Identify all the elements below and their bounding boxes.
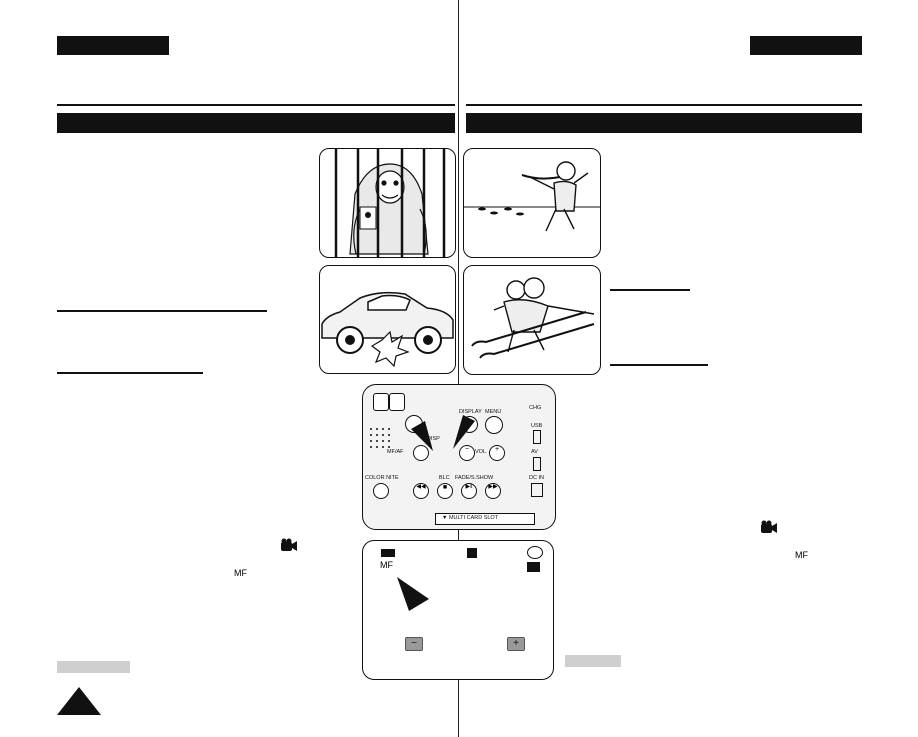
right-header-rule <box>466 104 862 106</box>
vol-label: VOL <box>475 449 487 455</box>
right-section-title-bar <box>466 113 862 133</box>
av-port <box>533 457 541 471</box>
illustration-car <box>319 265 456 374</box>
status-circle-icon <box>527 546 543 559</box>
focus-plus-button[interactable]: + <box>507 637 525 651</box>
color-nite-button[interactable] <box>373 483 389 499</box>
right-header-tab <box>750 36 862 55</box>
left-note-tab <box>57 661 130 673</box>
camera-mode-icon <box>281 538 297 551</box>
left-header-rule <box>57 104 455 106</box>
play-pause-button[interactable]: ▶‖ <box>461 483 477 499</box>
left-header-tab <box>57 36 169 55</box>
left-section-title-bar <box>57 113 455 133</box>
illustration-skier <box>463 265 601 375</box>
right-subheading-underline-2 <box>610 364 708 366</box>
step-tag-2 <box>389 393 405 411</box>
pointer-arrow-icon <box>397 577 429 611</box>
fast-forward-button[interactable]: ▶▶ <box>485 483 501 499</box>
disp-label: DISP <box>427 436 440 442</box>
usb-port <box>533 430 541 444</box>
camera-mode-icon <box>761 520 777 533</box>
tape-icon <box>527 562 540 572</box>
rewind-button[interactable]: ◀◀ <box>413 483 429 499</box>
focus-minus-button[interactable]: − <box>405 637 423 651</box>
fade-slow-label: FADE/S.SHOW <box>455 475 494 481</box>
page-divider <box>458 0 459 737</box>
display-label: DISPLAY <box>459 409 482 415</box>
dcin-label: DC IN <box>529 475 544 481</box>
left-subheading-underline-2 <box>57 372 203 374</box>
mf-inline-icon: MF <box>234 568 247 578</box>
illustration-snow-walker <box>463 148 601 258</box>
mf-inline-icon: MF <box>795 550 808 560</box>
camcorder-control-panel: DISPLAY MENU DISP MF/AF − VOL + COLOR NI… <box>362 384 556 530</box>
multi-card-slot: ▼ MULTI CARD SLOT <box>435 513 535 525</box>
battery-icon <box>381 549 395 557</box>
vol-minus-button[interactable]: − <box>459 445 475 461</box>
mfaf-label: MF/AF <box>387 449 404 455</box>
mf-osd-icon: MF <box>380 560 393 570</box>
illustration-gorilla-cage <box>319 148 456 258</box>
mfaf-button[interactable] <box>413 445 429 461</box>
lcd-osd-screen: MF − + <box>362 540 554 680</box>
av-label: AV <box>531 449 538 455</box>
pointer-arrow-icon <box>453 415 475 449</box>
usb-label: USB <box>531 423 543 429</box>
right-subheading-underline-1 <box>610 289 690 291</box>
page-triangle-icon <box>57 687 101 715</box>
speaker-grille <box>370 428 390 448</box>
record-mode-icon <box>467 548 477 558</box>
left-subheading-underline-1 <box>57 310 267 312</box>
menu-label: MENU <box>485 409 502 415</box>
step-tag-1 <box>373 393 389 411</box>
stop-button[interactable]: ■ <box>437 483 453 499</box>
vol-plus-button[interactable]: + <box>489 445 505 461</box>
blc-label: BLC <box>439 475 450 481</box>
right-note-tab <box>565 655 621 667</box>
multi-card-slot-label: ▼ MULTI CARD SLOT <box>442 515 499 521</box>
color-nite-label: COLOR NITE <box>365 475 399 481</box>
menu-button[interactable] <box>485 416 503 434</box>
dcin-port <box>531 483 543 497</box>
chg-label: CHG <box>529 405 542 411</box>
pointer-arrow-icon <box>411 421 433 451</box>
